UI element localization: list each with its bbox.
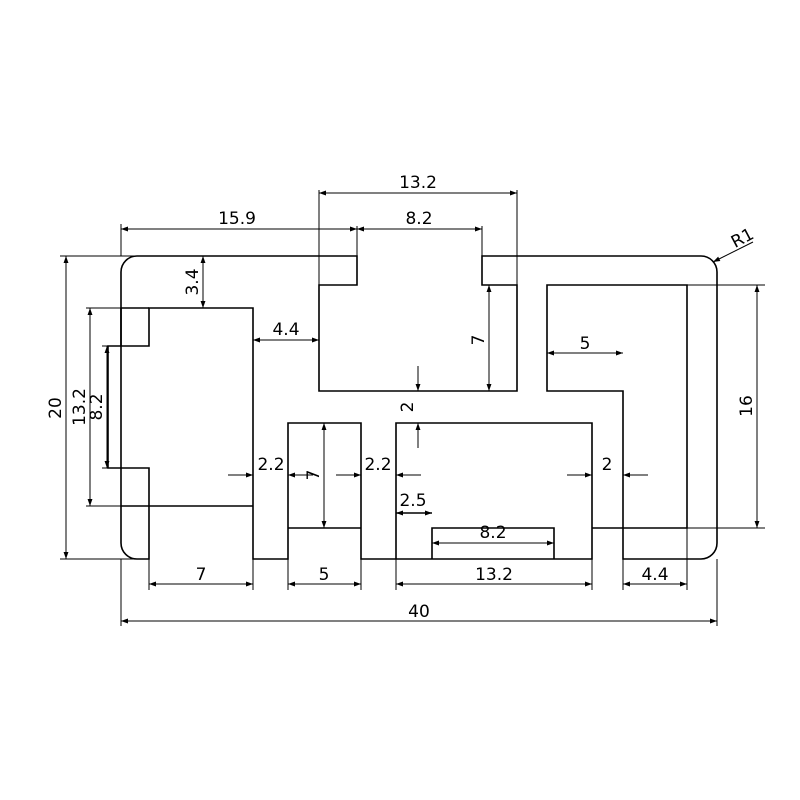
dim-7-upper-slot: 7 bbox=[469, 335, 489, 346]
dim-5-bottom: 5 bbox=[319, 565, 330, 585]
dim-2-2-left: 2.2 bbox=[257, 455, 284, 475]
dim-20: 20 bbox=[46, 397, 66, 419]
dim-15-9: 15.9 bbox=[218, 209, 256, 229]
dim-2-right: 2 bbox=[602, 455, 613, 475]
dim-40: 40 bbox=[408, 602, 430, 622]
dim-r1: R1 bbox=[728, 224, 757, 252]
dim-7-bottom: 7 bbox=[196, 565, 207, 585]
dim-13-2-bottom: 13.2 bbox=[475, 565, 513, 585]
dim-3-4: 3.4 bbox=[183, 268, 203, 295]
profile-outline bbox=[107, 255, 718, 560]
dim-13-2-left: 13.2 bbox=[70, 388, 90, 426]
dimension-lines bbox=[63, 190, 760, 624]
dim-5-right: 5 bbox=[580, 334, 591, 354]
dim-4-4-bottom: 4.4 bbox=[641, 565, 668, 585]
dim-2-center: 2 bbox=[398, 402, 418, 413]
dim-16: 16 bbox=[737, 395, 757, 417]
dim-7-middle: 7 bbox=[304, 470, 324, 481]
dim-8-2-bottom: 8.2 bbox=[479, 523, 506, 543]
dim-4-4-upper: 4.4 bbox=[272, 320, 299, 340]
dim-2-2-right: 2.2 bbox=[364, 455, 391, 475]
dim-top-8-2: 8.2 bbox=[405, 209, 432, 229]
dim-top-13-2: 13.2 bbox=[399, 173, 437, 193]
dim-2-5: 2.5 bbox=[399, 491, 426, 511]
dim-8-2-left: 8.2 bbox=[87, 393, 107, 420]
